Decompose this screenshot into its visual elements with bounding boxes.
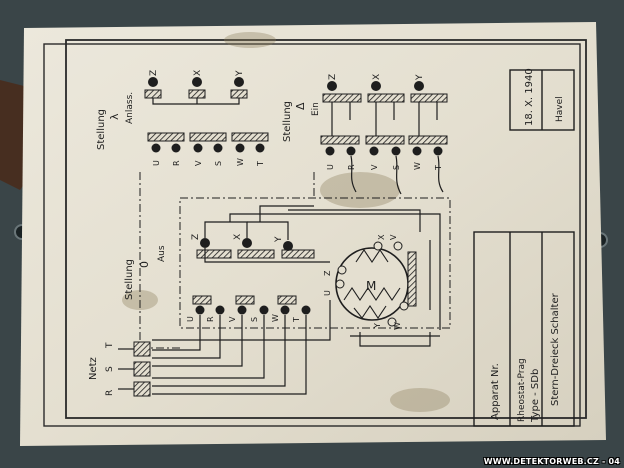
delta-label-u: U [326, 164, 335, 170]
delta-top-terminals [322, 81, 448, 136]
inner-frame [65, 39, 587, 419]
off-label-z: Z [191, 234, 201, 240]
word-anlass: Anlass. [125, 92, 135, 124]
info-product: Stern-Dreieck Schalter [550, 292, 561, 406]
delta-label-y: Y [415, 74, 425, 81]
motor-label-x: X [377, 234, 386, 240]
off-label-r: R [206, 316, 215, 322]
netz-phase-r: R [105, 390, 115, 396]
info-type: Type - SDb [530, 369, 541, 423]
caption-stellung-delta: Stellung [282, 101, 293, 142]
star-label-x: X [193, 70, 203, 76]
word-ein: Ein [311, 102, 321, 116]
off-label-w: W [271, 314, 280, 322]
off-label-v: V [228, 316, 237, 322]
star-label-w: W [236, 158, 245, 166]
star-label-y: Y [235, 70, 245, 77]
info-apparat: Apparat Nr. [490, 363, 501, 420]
star-label-t: T [256, 161, 265, 167]
off-label-x: X [233, 234, 243, 240]
netz-phase-s: S [105, 366, 115, 372]
info-signature: Havel [555, 96, 565, 122]
delta-label-w: W [413, 162, 422, 170]
word-aus: Aus [157, 245, 167, 262]
delta-label-z: Z [328, 74, 338, 80]
wiring [152, 205, 441, 395]
motor-label-u: U [323, 290, 332, 296]
star-label-r: R [172, 160, 181, 166]
info-date: 18. X. 1940 [524, 68, 535, 126]
delta-label-v: V [370, 164, 379, 170]
info-maker: Rheostat-Prag [517, 358, 527, 422]
star-bottom-terminals [147, 132, 269, 153]
symbol-off: 0 [138, 261, 151, 268]
off-bottom-terminals [192, 295, 311, 315]
info-frames [473, 69, 575, 427]
star-label-z: Z [149, 70, 159, 76]
netz-switches [118, 341, 151, 397]
off-label-t: T [292, 317, 301, 323]
off-label-y: Y [274, 236, 284, 243]
star-label-s: S [214, 161, 223, 166]
netz-phase-t: T [105, 342, 115, 349]
caption-stellung-star: Stellung [96, 109, 107, 150]
off-label-s: S [250, 317, 259, 322]
caption-stellung-off: Stellung [124, 259, 135, 300]
netz-title: Netz [88, 357, 99, 380]
delta-label-t: T [434, 165, 443, 171]
delta-label-r: R [347, 164, 356, 170]
motor-label-v: V [389, 234, 398, 240]
motor-letter: M [366, 279, 376, 293]
delta-label-x: X [372, 74, 382, 80]
star-label-u: U [152, 160, 161, 166]
watermark: WWW.DETEKTORWEB.CZ - 04 [483, 457, 620, 466]
delta-label-s: S [392, 165, 401, 170]
motor-symbol [335, 241, 417, 327]
off-label-u: U [186, 316, 195, 322]
off-top-terminals [196, 221, 315, 259]
motor-label-w: W [393, 322, 402, 330]
motor-label-z: Z [323, 270, 332, 276]
motor-label-y: Y [373, 323, 382, 329]
symbol-delta: Δ [294, 102, 307, 110]
star-label-v: V [194, 160, 203, 166]
symbol-star: λ [108, 113, 121, 120]
delta-bottom-terminals [320, 135, 448, 195]
outer-frame [43, 43, 581, 427]
star-top-terminals [144, 77, 248, 105]
